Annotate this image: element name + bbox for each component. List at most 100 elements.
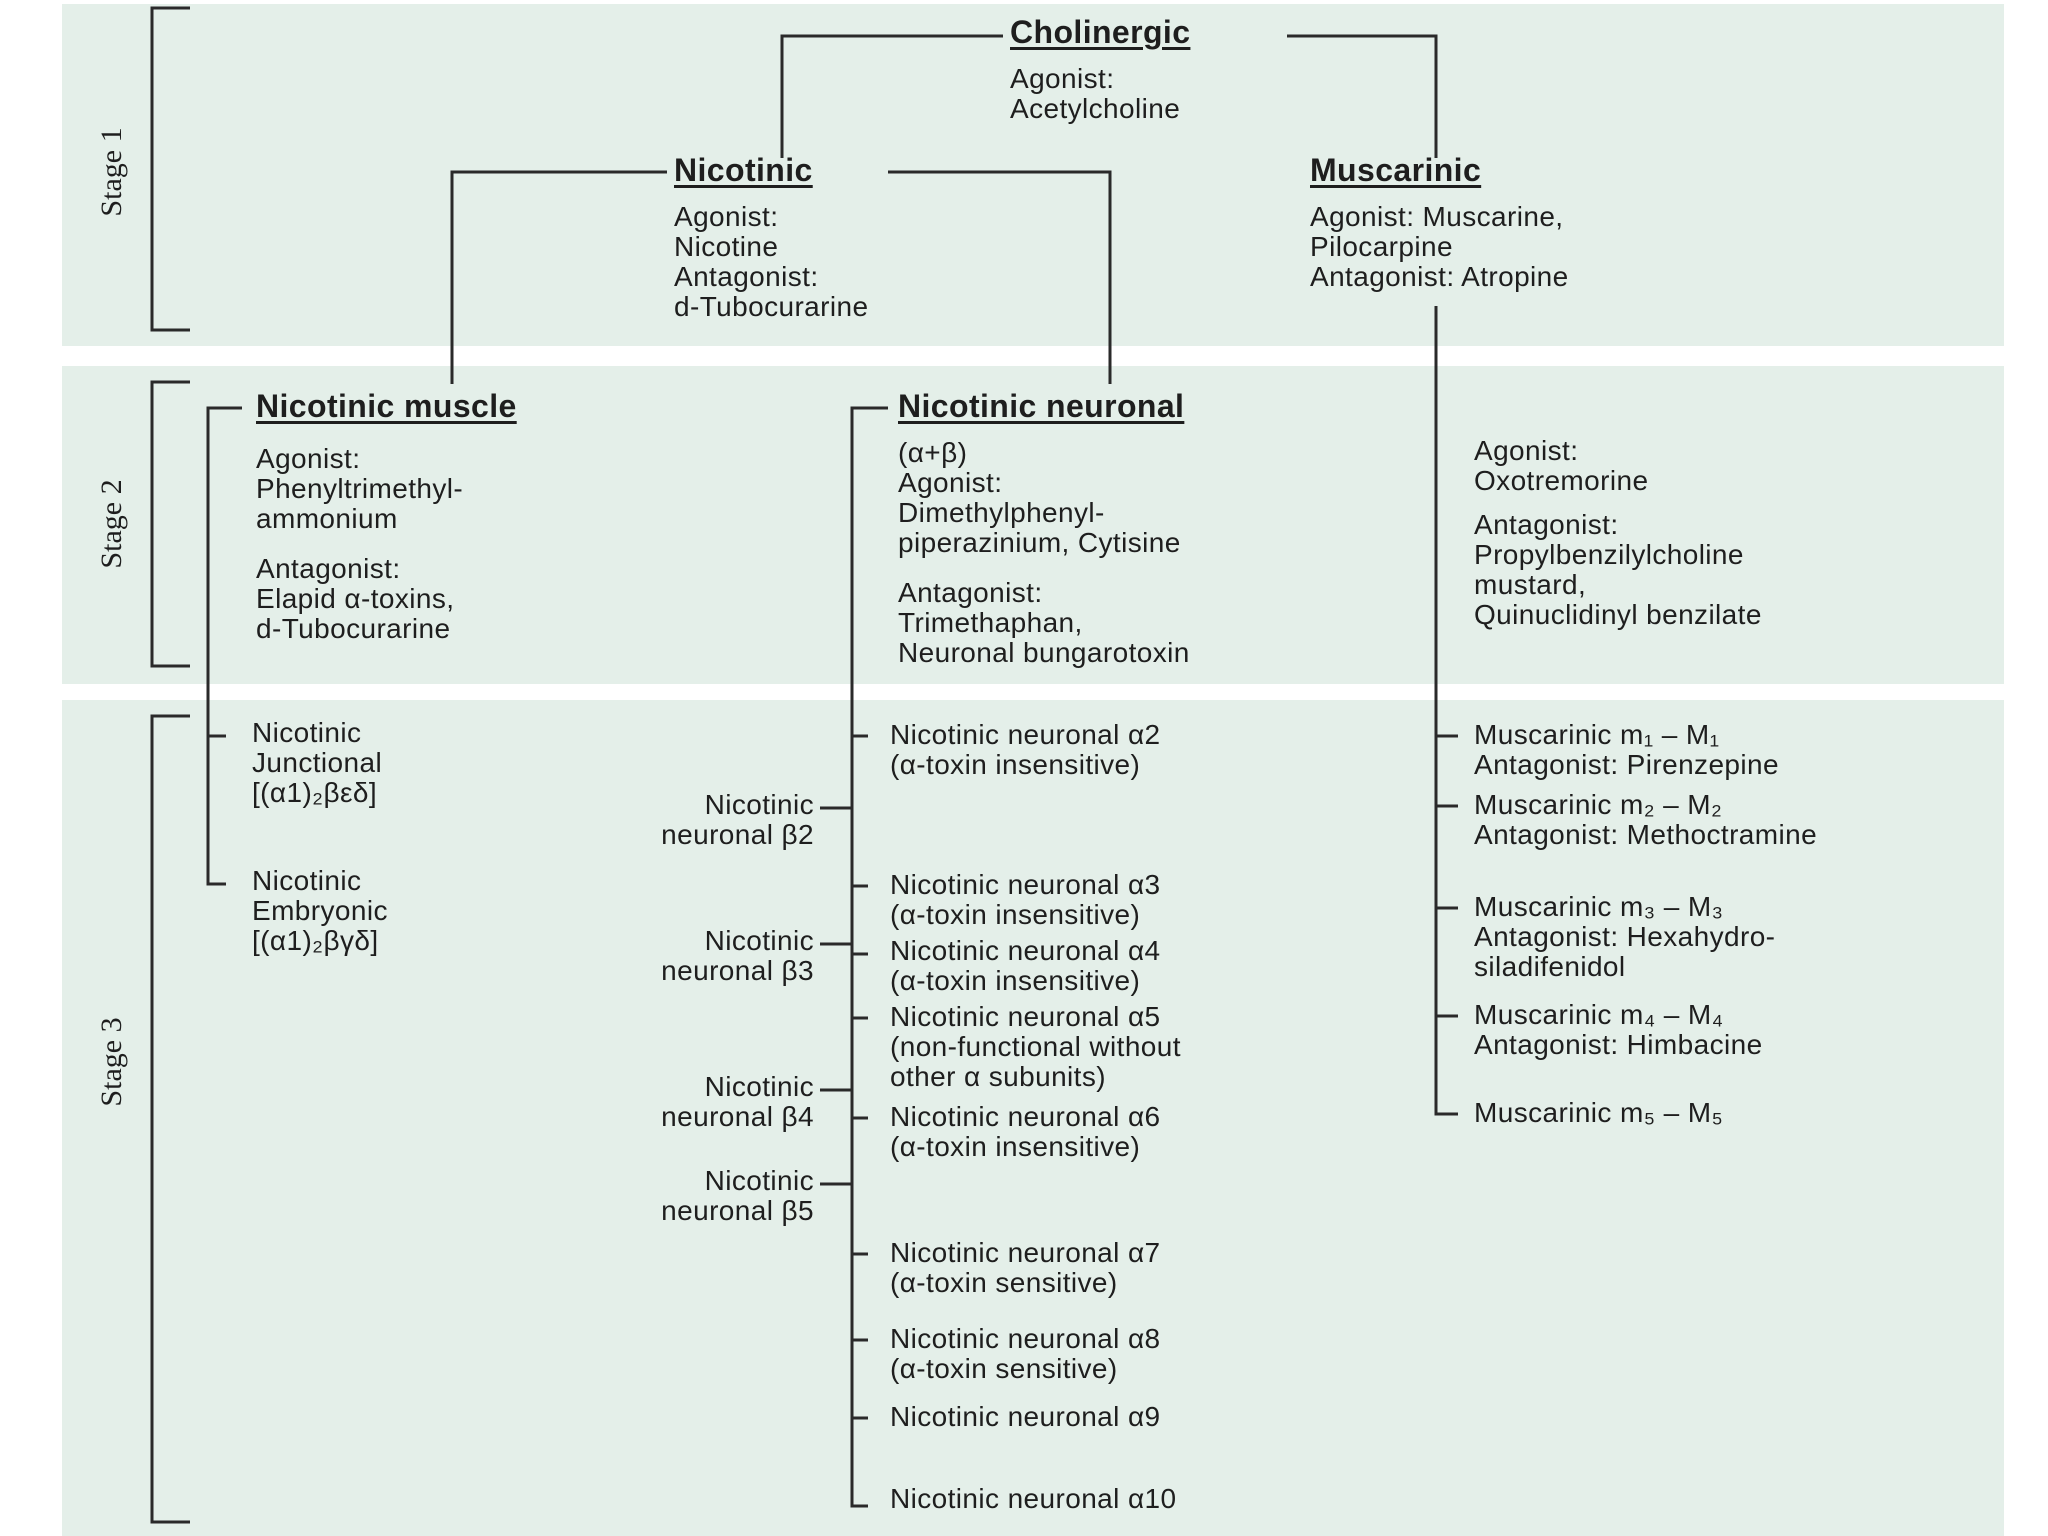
muscle-agonist-line2: ammonium [256, 503, 398, 534]
muscarinic-subtype-line: Antagonist: Himbacine [1474, 1029, 1763, 1060]
alpha-subunit-line: Nicotinic neuronal α2 [890, 719, 1161, 750]
alpha-subunit: Nicotinic neuronal α5 (non-functional wi… [890, 1002, 1181, 1092]
muscle-subtype-line: Embryonic [252, 895, 388, 926]
cholinergic-title: Cholinergic [1010, 14, 1191, 50]
muscarinic-subtype-line: Muscarinic m₁ – M₁ [1474, 719, 1720, 750]
beta-subunit: Nicotinic neuronal β4 [661, 1072, 814, 1132]
stage-2-label: Stage 2 [95, 479, 128, 569]
muscarinic-subtype: Muscarinic m₂ – M₂ Antagonist: Methoctra… [1474, 790, 1817, 850]
muscarinic-antagonist: Antagonist: Atropine [1310, 261, 1569, 292]
cholinergic-node: Cholinergic Agonist: Acetylcholine [1010, 14, 1190, 124]
alpha-subunit-line: Nicotinic neuronal α9 [890, 1401, 1161, 1432]
alpha-subunit-line: Nicotinic neuronal α5 [890, 1001, 1161, 1032]
stage-3-bracket [150, 714, 190, 1524]
beta-subunit-line: Nicotinic [704, 1165, 814, 1196]
neuronal-antagonist-label: Antagonist: [898, 577, 1043, 608]
nicotinic-neuronal-title: Nicotinic neuronal [898, 388, 1185, 424]
neuronal-agonist-label: Agonist: [898, 467, 1003, 498]
muscarinic-subtype-line: Antagonist: Hexahydro- [1474, 921, 1776, 952]
beta-ticks [820, 806, 852, 1186]
muscarinic-subtype-line: Muscarinic m₂ – M₂ [1474, 789, 1723, 820]
cholinergic-to-muscarinic-line [1287, 34, 1438, 158]
beta-subunit-line: Nicotinic [704, 1071, 814, 1102]
muscarinic-subtype-line: Antagonist: Pirenzepine [1474, 749, 1779, 780]
muscarinic-subtype: Muscarinic m₄ – M₄ Antagonist: Himbacine [1474, 1000, 1763, 1060]
beta-subunit-line: Nicotinic [704, 925, 814, 956]
alpha-subunit: Nicotinic neuronal α10 [890, 1484, 1176, 1514]
muscarinic-s2-agonist: Oxotremorine [1474, 465, 1649, 496]
beta-subunit-line: neuronal β5 [661, 1195, 814, 1226]
muscarinic-subtype: Muscarinic m₃ – M₃ Antagonist: Hexahydro… [1474, 892, 1775, 982]
muscle-agonist-line1: Phenyltrimethyl- [256, 473, 464, 504]
stage-1-bracket [150, 6, 190, 332]
neuronal-antagonist-line1: Trimethaphan, [898, 607, 1083, 638]
muscarinic-subtype-line: Muscarinic m₄ – M₄ [1474, 999, 1724, 1030]
muscle-subtype-line: Junctional [252, 747, 383, 778]
muscle-antagonist-label: Antagonist: [256, 553, 401, 584]
alpha-subunit: Nicotinic neuronal α4 (α-toxin insensiti… [890, 936, 1161, 996]
nicotinic-neuronal-node: Nicotinic neuronal (α+β) Agonist: Dimeth… [898, 388, 1190, 668]
alpha-subunit-line: Nicotinic neuronal α4 [890, 935, 1161, 966]
muscle-trunk-line [206, 406, 242, 886]
alpha-subunit-line: Nicotinic neuronal α3 [890, 869, 1161, 900]
cholinergic-to-nicotinic-line [780, 34, 1003, 158]
muscarinic-agonist-line1: Agonist: Muscarine, [1310, 201, 1564, 232]
muscle-subtype-line: Nicotinic [252, 717, 362, 748]
alpha-subunit-line: other α subunits) [890, 1061, 1106, 1092]
beta-subunit: Nicotinic neuronal β3 [661, 926, 814, 986]
alpha-subunit-line: Nicotinic neuronal α7 [890, 1237, 1161, 1268]
nicotinic-agonist-label: Agonist: [674, 201, 779, 232]
nicotinic-muscle-node: Nicotinic muscle Agonist: Phenyltrimethy… [256, 388, 517, 644]
muscle-antagonist-line2: d-Tubocurarine [256, 613, 451, 644]
muscarinic-trunk-line [1434, 306, 1458, 1116]
stage-2-band [62, 366, 2004, 684]
muscle-subtype-line: [(α1)₂βγδ] [252, 925, 379, 956]
muscarinic-subtype-line: Muscarinic m₅ – M₅ [1474, 1097, 1724, 1128]
nicotinic-antagonist: d-Tubocurarine [674, 291, 869, 322]
cholinergic-agonist-label: Agonist: [1010, 63, 1115, 94]
neuronal-agonist-line2: piperazinium, Cytisine [898, 527, 1181, 558]
stage-3-label: Stage 3 [95, 1017, 128, 1107]
muscle-subtype-line: [(α1)₂βεδ] [252, 777, 378, 808]
neuronal-antagonist-line2: Neuronal bungarotoxin [898, 637, 1190, 668]
nicotinic-to-neuronal-line [888, 170, 1112, 384]
alpha-subunit-line: Nicotinic neuronal α6 [890, 1101, 1161, 1132]
muscarinic-ticks [1436, 734, 1458, 1018]
muscarinic-subtype-line: Muscarinic m₃ – M₃ [1474, 891, 1724, 922]
alpha-subunit-line: (α-toxin sensitive) [890, 1267, 1118, 1298]
alpha-subunit-line: (α-toxin insensitive) [890, 899, 1141, 930]
alpha-subunit: Nicotinic neuronal α3 (α-toxin insensiti… [890, 870, 1161, 930]
alpha-subunit: Nicotinic neuronal α7 (α-toxin sensitive… [890, 1238, 1161, 1298]
muscarinic-subtype: Muscarinic m₁ – M₁ Antagonist: Pirenzepi… [1474, 720, 1779, 780]
alpha-subunit-line: (α-toxin insensitive) [890, 749, 1141, 780]
alpha-subunit-line: (α-toxin insensitive) [890, 1131, 1141, 1162]
alpha-subunit-line: (α-toxin sensitive) [890, 1353, 1118, 1384]
nicotinic-agonist: Nicotine [674, 231, 779, 262]
cholinergic-agonist: Acetylcholine [1010, 93, 1181, 124]
stage-3-band [62, 700, 2004, 1536]
muscarinic-agonist-line2: Pilocarpine [1310, 231, 1453, 262]
nicotinic-node: Nicotinic Agonist: Nicotine Antagonist: … [674, 152, 868, 322]
alpha-subunit-line: (non-functional without [890, 1031, 1181, 1062]
muscarinic-subtype: Muscarinic m₅ – M₅ [1474, 1098, 1723, 1128]
muscarinic-stage2-node: Agonist: Oxotremorine Antagonist: Propyl… [1474, 436, 1762, 630]
muscarinic-node: Muscarinic Agonist: Muscarine, Pilocarpi… [1310, 152, 1569, 292]
alpha-subunit-line: Nicotinic neuronal α10 [890, 1483, 1177, 1514]
muscle-subtype: Nicotinic Junctional [(α1)₂βεδ] [252, 718, 382, 808]
muscarinic-title: Muscarinic [1310, 152, 1482, 188]
beta-subunit-line: neuronal β2 [661, 819, 814, 850]
alpha-subunit: Nicotinic neuronal α6 (α-toxin insensiti… [890, 1102, 1161, 1162]
muscle-antagonist-line1: Elapid α-toxins, [256, 583, 455, 614]
stage-1-band [62, 4, 2004, 346]
beta-subunit-line: neuronal β4 [661, 1101, 814, 1132]
muscle-subtype: Nicotinic Embryonic [(α1)₂βγδ] [252, 866, 388, 956]
neuronal-subunits: (α+β) [898, 437, 968, 468]
muscarinic-subtype-line: siladifenidol [1474, 951, 1626, 982]
neuronal-trunk-line [850, 406, 888, 1508]
muscarinic-s2-antagonist-line2: mustard, [1474, 569, 1587, 600]
nicotinic-title: Nicotinic [674, 152, 813, 188]
alpha-subunit: Nicotinic neuronal α2 (α-toxin insensiti… [890, 720, 1161, 780]
alpha-subunit: Nicotinic neuronal α8 (α-toxin sensitive… [890, 1324, 1161, 1384]
